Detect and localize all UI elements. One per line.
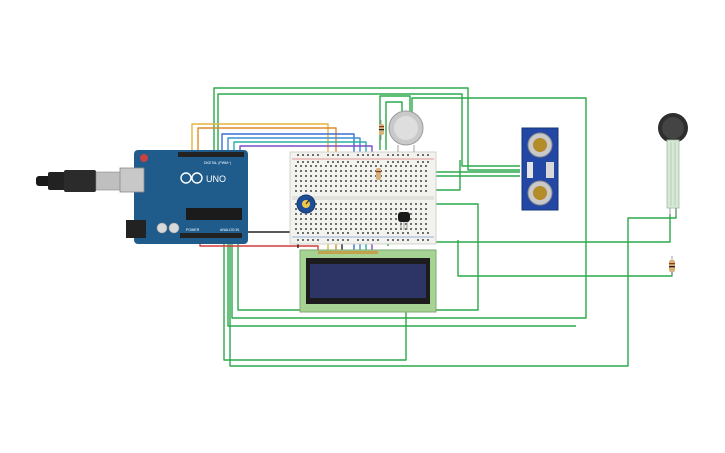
breadboard[interactable] bbox=[289, 151, 437, 245]
wire-green-gas[interactable] bbox=[379, 95, 411, 150]
wire-green-bottom-2[interactable] bbox=[227, 240, 576, 327]
digital-header[interactable] bbox=[178, 152, 244, 157]
wire-green-top-loop-2[interactable] bbox=[217, 93, 520, 167]
breadboard-holes bbox=[295, 154, 429, 241]
lcd-pins bbox=[318, 251, 378, 254]
wire-green-gas-2[interactable] bbox=[385, 101, 403, 150]
analog-label: ANALOG IN bbox=[220, 228, 240, 232]
resistor-force[interactable] bbox=[669, 256, 675, 276]
digital-label: DIGITAL (PWM~) bbox=[204, 161, 231, 165]
board-brand: UNO bbox=[206, 174, 226, 184]
usb-port bbox=[119, 167, 145, 193]
resistor-gas[interactable] bbox=[379, 120, 384, 140]
wire-green-top-loop[interactable] bbox=[213, 87, 520, 171]
arduino-logo-icon bbox=[180, 172, 203, 184]
arduino-uno[interactable]: UNO DIGITAL (PWM~) POWER ANALOG IN bbox=[119, 150, 248, 244]
power-jack bbox=[126, 220, 146, 238]
wire-green-right-long[interactable] bbox=[231, 97, 587, 319]
reset-button[interactable] bbox=[140, 154, 148, 162]
lcd-16x2[interactable] bbox=[299, 249, 437, 313]
ultrasonic-sensor[interactable] bbox=[521, 127, 559, 211]
force-sensor[interactable] bbox=[658, 113, 688, 216]
gas-sensor[interactable] bbox=[388, 110, 424, 152]
resistor-breadboard[interactable] bbox=[376, 168, 381, 180]
usb-cable bbox=[36, 170, 123, 192]
wire-green-bottom-3[interactable] bbox=[223, 240, 407, 361]
analog-header[interactable] bbox=[180, 233, 242, 238]
wire-green-res[interactable] bbox=[457, 240, 673, 277]
power-label: POWER bbox=[186, 228, 200, 232]
potentiometer[interactable] bbox=[296, 194, 316, 214]
wire-green-fsr-2[interactable] bbox=[430, 214, 671, 243]
mcu-chip bbox=[186, 208, 242, 220]
temperature-sensor[interactable] bbox=[398, 212, 410, 230]
